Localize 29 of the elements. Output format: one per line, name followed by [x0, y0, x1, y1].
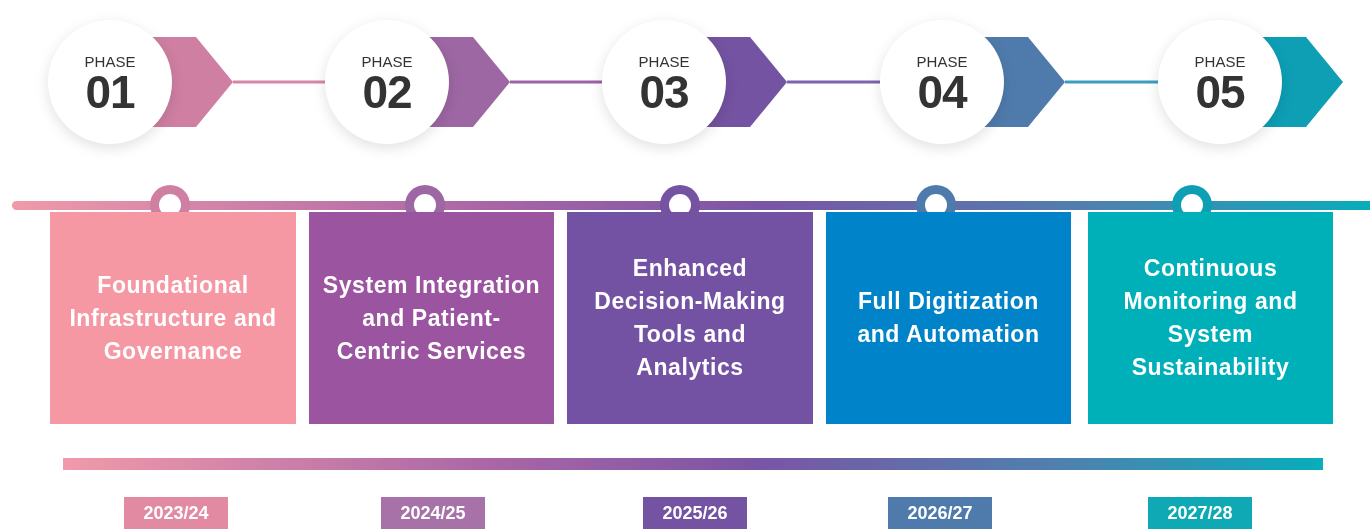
phase-title: Continuous Monitoring and System Sustainability [1122, 254, 1299, 382]
phase-title: System Integration and Patient-Centric Services [321, 270, 542, 366]
phase-label: PHASE [916, 53, 968, 69]
phase-card [826, 212, 1071, 424]
phase-title: Full Digitization and Automation [856, 287, 1041, 349]
connector-line [787, 80, 880, 84]
phase-number: 01 [85, 68, 135, 115]
phase-card [50, 212, 296, 424]
phase-number: 03 [639, 68, 689, 115]
year-badge: 2025/26 [643, 497, 747, 529]
phase-title: Enhanced Decision-Making Tools and Analytics [593, 254, 787, 382]
phase-number: 05 [1195, 68, 1245, 115]
year-badge: 2024/25 [381, 497, 485, 529]
connector-line [233, 80, 325, 84]
year-badge: 2027/28 [1148, 497, 1252, 529]
phase-card [309, 212, 554, 424]
year-badge: 2026/27 [888, 497, 992, 529]
phase-card [1088, 212, 1333, 424]
phase-label: PHASE [361, 53, 413, 69]
connector-line [1065, 80, 1158, 84]
phase-number: 02 [362, 68, 412, 115]
phase-label: PHASE [84, 53, 136, 69]
phase-title: Foundational Infrastructure and Governance [68, 270, 278, 366]
phase-card [567, 212, 813, 424]
phase-label: PHASE [1194, 53, 1246, 69]
year-badge: 2023/24 [124, 497, 228, 529]
connector-line [510, 80, 602, 84]
phase-label: PHASE [638, 53, 690, 69]
phase-number: 04 [917, 68, 967, 115]
